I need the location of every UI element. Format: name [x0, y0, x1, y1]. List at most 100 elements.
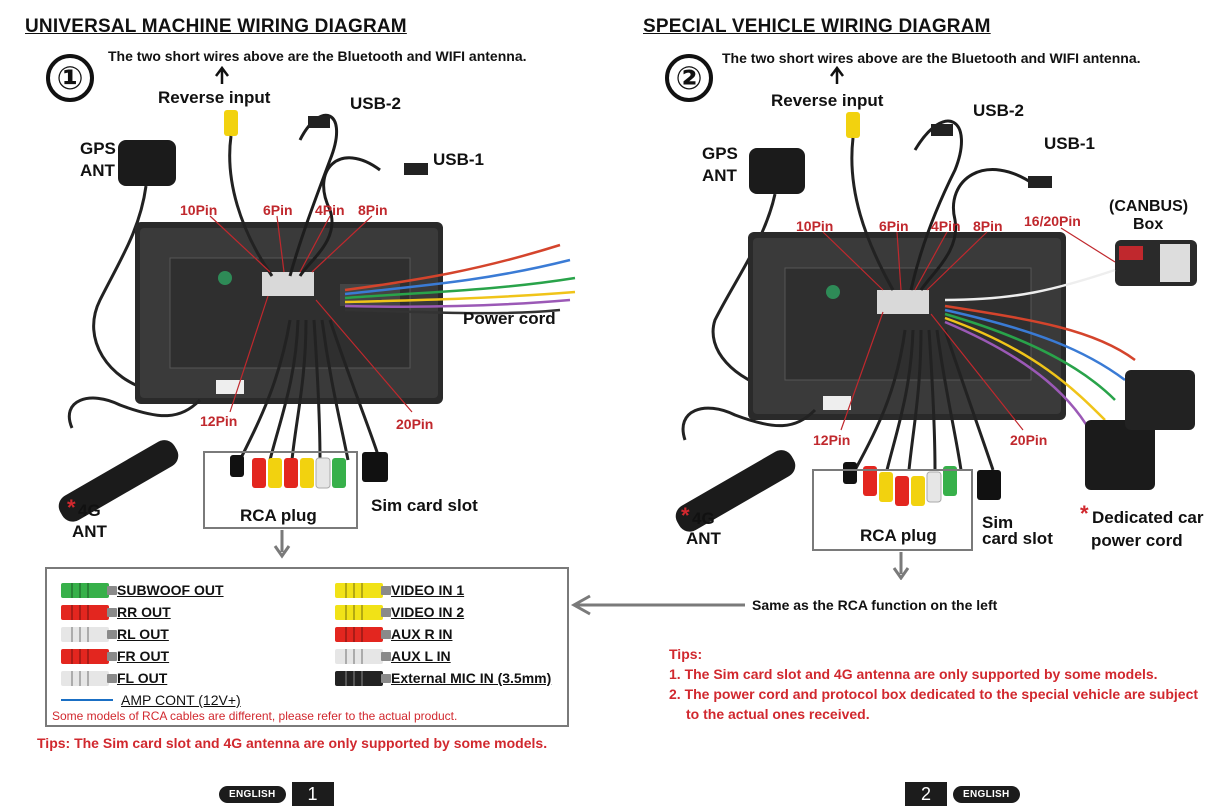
left-reverse-input-label: Reverse input	[158, 88, 271, 107]
left-sim-slot-icon	[362, 452, 388, 482]
right-sim-label-1: Sim	[982, 513, 1014, 532]
right-down-arrow-icon	[892, 552, 910, 580]
right-pin-4: 4Pin	[931, 218, 961, 234]
legend-label: VIDEO IN 1	[391, 582, 465, 598]
right-page-footer: 2 ENGLISH	[905, 782, 1020, 806]
right-reverse-input-label: Reverse input	[771, 91, 884, 110]
left-power-cord-label: Power cord	[463, 309, 556, 328]
left-pin-4: 4Pin	[315, 202, 345, 218]
left-4g-label-1: 4G	[78, 501, 101, 520]
legend-item: FR OUT	[61, 645, 241, 667]
left-usb1-icon	[404, 163, 428, 175]
legend-footnote: Some models of RCA cables are different,…	[52, 709, 458, 723]
legend-label: FR OUT	[117, 648, 170, 664]
left-diagram-number: ①	[46, 54, 94, 102]
left-pin-8: 8Pin	[358, 202, 388, 218]
left-rca-plugs-icon	[230, 455, 346, 489]
right-tip-2-continued: to the actual ones received.	[686, 706, 870, 722]
left-reverse-plug-icon	[224, 110, 238, 136]
right-gps-antenna-icon	[749, 148, 805, 194]
rca-plug-icon	[61, 648, 117, 664]
left-power-cord-icon	[344, 243, 576, 315]
amp-wire-icon	[61, 699, 113, 701]
left-title: UNIVERSAL MACHINE WIRING DIAGRAM	[25, 16, 407, 37]
right-wiring-illustration	[675, 65, 1197, 580]
legend-label: External MIC IN (3.5mm)	[391, 670, 552, 686]
rca-plug-icon	[335, 648, 391, 664]
rca-plug-icon	[61, 626, 117, 642]
right-usb1-label: USB-1	[1044, 134, 1096, 153]
left-gps-antenna-icon	[118, 140, 176, 186]
legend-item: VIDEO IN 2	[335, 601, 551, 623]
right-gps-label-2: ANT	[702, 166, 737, 185]
right-pin-20: 20Pin	[1010, 432, 1048, 448]
left-usb1-label: USB-1	[433, 150, 485, 169]
left-4g-antenna-icon	[58, 440, 179, 522]
left-tips: Tips: The Sim card slot and 4G antenna a…	[37, 735, 548, 751]
legend-item: AUX R IN	[335, 623, 551, 645]
legend-label: FL OUT	[117, 670, 168, 686]
right-title: SPECIAL VEHICLE WIRING DIAGRAM	[643, 16, 991, 37]
right-diagram-number: ②	[665, 54, 713, 102]
right-rca-plugs-icon	[843, 462, 957, 506]
rca-plug-icon	[61, 670, 117, 686]
left-wiring-illustration	[58, 65, 576, 559]
dedicated-asterisk: *	[1080, 501, 1089, 526]
right-usb2-label: USB-2	[973, 101, 1025, 120]
dedicated-power-connector-icon	[1085, 420, 1155, 490]
left-4g-asterisk: *	[67, 495, 76, 520]
left-up-arrow-icon	[215, 65, 229, 84]
left-usb2-label: USB-2	[350, 94, 402, 113]
legend-item: VIDEO IN 1	[335, 579, 551, 601]
rca-plug-icon	[335, 604, 391, 620]
right-page-number: 2	[905, 782, 947, 806]
left-pin-6: 6Pin	[263, 202, 293, 218]
right-sim-slot-icon	[977, 470, 1001, 500]
legend-label: VIDEO IN 2	[391, 604, 465, 620]
legend-label: AUX R IN	[391, 626, 453, 642]
legend-item: AUX L IN	[335, 645, 551, 667]
left-down-arrow-icon	[273, 530, 291, 559]
canbus-label-1: (CANBUS)	[1109, 198, 1189, 215]
legend-item: External MIC IN (3.5mm)	[335, 667, 551, 689]
mic-plug-icon	[335, 670, 391, 686]
right-pin-8: 8Pin	[973, 218, 1003, 234]
rca-plug-icon	[335, 626, 391, 642]
right-language-badge: ENGLISH	[953, 785, 1020, 803]
legend-item: RL OUT	[61, 623, 241, 645]
left-pin-12: 12Pin	[200, 413, 238, 429]
rca-plug-icon	[335, 582, 391, 598]
legend-item-amp: AMP CONT (12V+)	[61, 689, 241, 711]
left-antenna-note: The two short wires above are the Blueto…	[108, 48, 527, 64]
right-rca-box	[812, 469, 973, 551]
same-function-arrow-icon	[570, 594, 745, 616]
right-usb2-icon	[931, 124, 953, 136]
same-rca-note: Same as the RCA function on the left	[752, 597, 998, 613]
right-4g-asterisk: *	[681, 503, 690, 528]
right-pin-10: 10Pin	[796, 218, 834, 234]
left-language-badge: ENGLISH	[219, 785, 286, 803]
dedicated-label-2: power cord	[1091, 531, 1183, 550]
legend-item: RR OUT	[61, 601, 241, 623]
left-sim-card-label: Sim card slot	[371, 496, 478, 515]
right-tips-title: Tips:	[669, 646, 703, 662]
legend-label: RL OUT	[117, 626, 169, 642]
legend-amp-label: AMP CONT (12V+)	[121, 692, 241, 708]
legend-label: SUBWOOF OUT	[117, 582, 224, 598]
left-rca-plug-label: RCA plug	[240, 506, 317, 525]
right-4g-antenna-icon	[675, 450, 796, 532]
rca-plug-icon	[61, 604, 117, 620]
canbus-label-2: Box	[1133, 216, 1164, 233]
right-usb1-icon	[1028, 176, 1052, 188]
right-tip-2: 2. The power cord and protocol box dedic…	[669, 686, 1199, 702]
right-gps-label-1: GPS	[702, 144, 738, 163]
legend-label: AUX L IN	[391, 648, 451, 664]
right-rca-plug-label: RCA plug	[860, 526, 937, 545]
left-gps-label-2: ANT	[80, 161, 115, 180]
left-rca-box	[203, 451, 358, 529]
left-usb2-icon	[308, 116, 330, 128]
legend-item: FL OUT	[61, 667, 241, 689]
legend-item: SUBWOOF OUT	[61, 579, 241, 601]
legend-left-column: SUBWOOF OUT RR OUT RL OUT FR OUT FL OUT …	[61, 579, 241, 711]
left-page-number: 1	[291, 782, 334, 806]
